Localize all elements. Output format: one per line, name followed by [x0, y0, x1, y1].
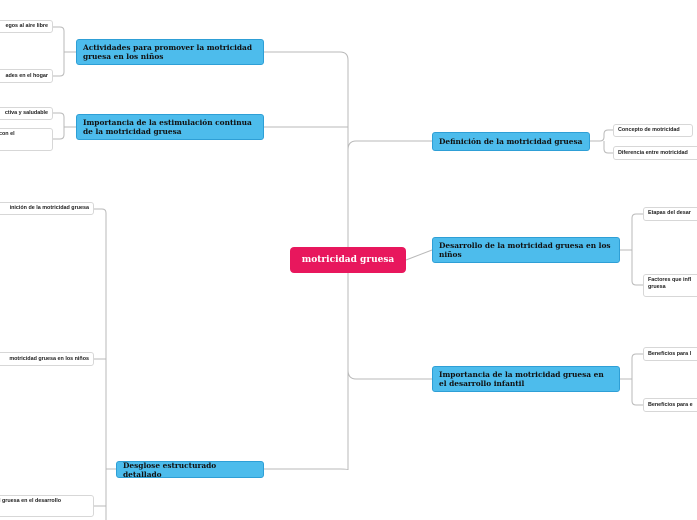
- subtopic-beneficios-2[interactable]: Beneficios para e: [643, 398, 697, 412]
- subtopic-diferencia-motricidad[interactable]: Diferencia entre motricidad: [613, 146, 697, 160]
- subtopic-beneficios-1[interactable]: Beneficios para l: [643, 347, 697, 361]
- topic-definicion[interactable]: Definición de la motricidad gruesa: [432, 132, 590, 151]
- subtopic-concepto-motricidad[interactable]: Concepto de motricidad: [613, 124, 693, 137]
- subtopic-relacion[interactable]: con el: [0, 128, 53, 151]
- subtopic-motricidad-ninos[interactable]: motricidad gruesa en los niños: [0, 352, 94, 366]
- subtopic-juegos-aire-libre[interactable]: egos al aire libre: [0, 20, 53, 33]
- subtopic-etapas-desarrollo[interactable]: Etapas del desar: [643, 207, 697, 221]
- topic-importancia-desarrollo[interactable]: Importancia de la motricidad gruesa en e…: [432, 366, 620, 392]
- topic-importancia-estimulacion[interactable]: Importancia de la estimulación continua …: [76, 114, 264, 140]
- subtopic-motricidad-desarrollo[interactable]: l gruesa en el desarrollo: [0, 495, 94, 517]
- topic-desglose[interactable]: Desglose estructurado detallado: [116, 461, 264, 479]
- central-topic[interactable]: motricidad gruesa: [290, 247, 406, 273]
- subtopic-vida-activa[interactable]: ctiva y saludable: [0, 107, 53, 120]
- subtopic-factores-influencia[interactable]: Factores que infl gruesa: [643, 274, 697, 297]
- subtopic-actividades-hogar[interactable]: ades en el hogar: [0, 69, 53, 83]
- topic-actividades[interactable]: Actividades para promover la motricidad …: [76, 39, 264, 65]
- subtopic-definicion-motricidad[interactable]: inición de la motricidad gruesa: [0, 202, 94, 215]
- topic-desarrollo[interactable]: Desarrollo de la motricidad gruesa en lo…: [432, 237, 620, 263]
